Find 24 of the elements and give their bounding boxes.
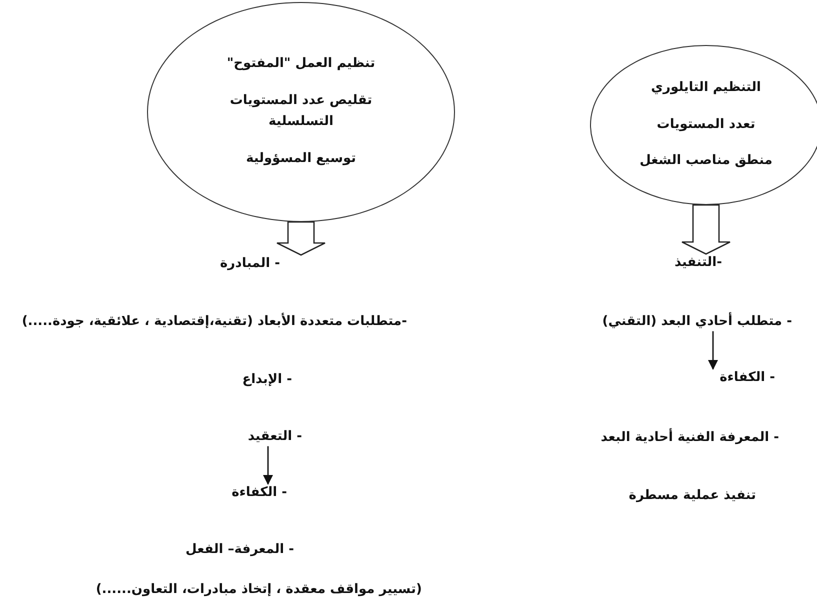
arrow [263,446,273,485]
list-item: - الكفاءة [232,484,287,502]
ellipse-text: التنظيم التايلوري [651,78,761,97]
ellipse [590,45,817,205]
list-item: - الكفاءة [720,369,775,388]
list-item: - الإبداع [242,371,292,389]
ellipse-text: منطق مناصب الشغل [640,152,772,170]
block-arrow [276,221,326,256]
arrow [708,331,718,370]
list-item: (تسيير مواقف معقدة ، إتخاذ مبادرات، التعاون......) [96,581,422,599]
list-item: تنفيذ عملية مسطرة [628,487,756,505]
list-item: - المعرفة الفنية أحادية البعد [600,429,779,447]
list-item: - التعقيد [248,428,302,446]
list-item: - المعرفة– الفعل [186,541,294,559]
ellipse-text: تقليص عدد المستويات التسلسلية [228,92,374,131]
ellipse [147,2,455,222]
block-arrow [681,204,731,255]
list-item: - المبادرة [220,255,280,274]
ellipse-text: تعدد المستويات [656,116,756,134]
list-item: -متطلبات متعددة الأبعاد (تقنية،إقتصادية ، علائقية، جودة.....) [22,313,407,331]
ellipse-text: توسيع المسؤولية [246,150,356,168]
ellipse-text: تنظيم العمل "المفتوح" [226,55,376,74]
list-item: - متطلب أحادي البعد (التقني) [602,313,792,332]
list-item: -التنفيذ [674,254,722,272]
